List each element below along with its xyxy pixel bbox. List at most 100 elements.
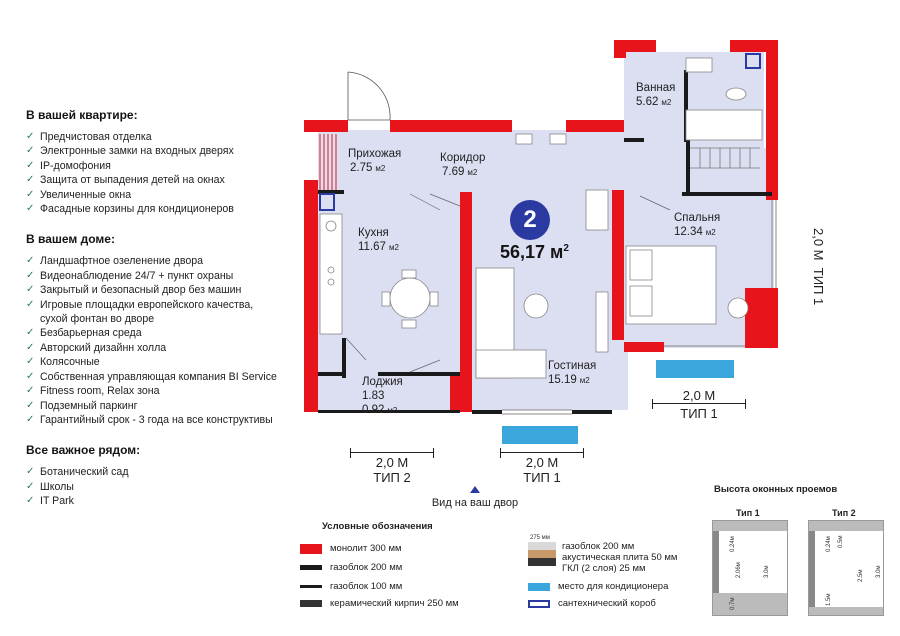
view-to-yard: Вид на ваш двор bbox=[420, 486, 530, 509]
checkmark-icon: ✓ bbox=[26, 145, 35, 157]
dim-line bbox=[500, 448, 584, 458]
monolith-wall bbox=[766, 288, 778, 348]
floor-hall bbox=[318, 130, 628, 410]
room-name-bath: Ванная bbox=[636, 82, 676, 94]
checkmark-icon: ✓ bbox=[26, 327, 35, 339]
checkmark-icon: ✓ bbox=[26, 131, 35, 142]
total-area: 56,17 м2 bbox=[500, 242, 569, 262]
furniture bbox=[319, 57, 763, 379]
sanitary-box bbox=[745, 53, 761, 69]
window-type1-label: Тип 1 bbox=[736, 508, 760, 518]
list-item: ✓Ботанический сад bbox=[26, 466, 129, 479]
monolith-wall bbox=[460, 192, 472, 412]
window-type1-diagram bbox=[712, 520, 788, 616]
checkmark-icon: ✓ bbox=[26, 356, 35, 368]
partition-wall bbox=[572, 410, 612, 414]
partition-wall bbox=[684, 70, 688, 142]
rooms-count-badge: 2 bbox=[510, 200, 550, 240]
hatched-shafts bbox=[319, 134, 337, 190]
kitchen-counter bbox=[319, 213, 343, 335]
checkmark-icon: ✓ bbox=[26, 385, 35, 397]
section-title: Все важное рядом: bbox=[26, 443, 141, 458]
coffee-table bbox=[523, 293, 549, 319]
dining-chair bbox=[401, 269, 417, 279]
list-item: ✓Колясочные bbox=[26, 356, 100, 369]
dining-chair bbox=[381, 291, 391, 307]
acoustic-layer-swatch bbox=[528, 542, 556, 566]
ac-place bbox=[502, 426, 578, 444]
monolith-wall bbox=[612, 190, 624, 340]
room-area-loggia: 1.83 bbox=[362, 390, 385, 402]
window-type1-mid: 2.06м bbox=[736, 562, 742, 578]
feature-list: ✓Предчистовая отделка ✓Электронные замки… bbox=[26, 130, 316, 216]
list-item: ✓Электронные замки на входных дверях bbox=[26, 145, 234, 158]
monolith-wall bbox=[304, 120, 348, 132]
checkmark-icon: ✓ bbox=[26, 203, 35, 215]
feature-list: ✓Ботанический сад ✓Школы ✓IT Park bbox=[26, 465, 316, 508]
checkmark-icon: ✓ bbox=[26, 341, 35, 353]
window-type2-total: 3.0м bbox=[876, 565, 882, 578]
monolith-wall bbox=[304, 180, 318, 412]
monolith-wall bbox=[624, 342, 664, 352]
checkmark-icon: ✓ bbox=[26, 413, 35, 425]
window-dim-type1-side: 2,0 М ТИП 1 bbox=[811, 228, 826, 306]
legend-item: керамический кирпич 250 мм bbox=[300, 598, 459, 609]
legend-item: место для кондиционера bbox=[528, 581, 668, 592]
checkmark-icon: ✓ bbox=[26, 466, 35, 478]
checkmark-icon: ✓ bbox=[26, 298, 35, 310]
door-swing bbox=[345, 337, 367, 361]
bedroom-chair bbox=[727, 297, 749, 319]
partition-wall bbox=[342, 338, 346, 378]
list-item: ✓Fitness room, Relax зона bbox=[26, 385, 160, 398]
partition-wall bbox=[318, 190, 344, 194]
room-name-living: Гостиная bbox=[548, 360, 597, 372]
ac-swatch bbox=[528, 582, 550, 591]
dining-table bbox=[389, 277, 431, 319]
floor-areas bbox=[318, 52, 774, 410]
partition-wall bbox=[682, 192, 772, 196]
acoustic-layer-text: газоблок 200 мм акустическая плита 50 мм… bbox=[562, 541, 678, 574]
window-type2-diagram bbox=[808, 520, 884, 616]
window-type1-top: 0.24м bbox=[730, 536, 736, 552]
section-title: В вашем доме: bbox=[26, 232, 115, 247]
checkmark-icon: ✓ bbox=[26, 284, 35, 296]
window-type1-bottom: 0.7м bbox=[730, 597, 736, 610]
layer-thickness: 275 мм bbox=[530, 535, 550, 541]
checkmark-icon: ✓ bbox=[26, 495, 35, 507]
partition-wall bbox=[472, 410, 502, 414]
living-wardrobe bbox=[585, 189, 609, 231]
hall-cabinet bbox=[549, 133, 567, 145]
arrow-up-icon bbox=[470, 486, 480, 493]
list-item: ✓Ландшафтное озеленение двора bbox=[26, 255, 204, 268]
monolith-wall bbox=[450, 372, 472, 412]
list-item: ✓Авторский дизайнн холла bbox=[26, 341, 167, 354]
door-swing bbox=[639, 195, 671, 211]
list-item: ✓Безбарьерная среда bbox=[26, 327, 142, 340]
wardrobe bbox=[690, 147, 760, 169]
door-swing bbox=[409, 193, 441, 211]
window-type2-top: 0.24м bbox=[826, 536, 832, 552]
room-name-bedroom: Спальня bbox=[674, 212, 721, 224]
partition-wall bbox=[378, 372, 460, 376]
list-item: ✓Собственная управляющая компания BI Ser… bbox=[26, 370, 277, 383]
washer bbox=[515, 133, 533, 145]
list-item: ✓Школы bbox=[26, 480, 74, 493]
checkmark-icon: ✓ bbox=[26, 188, 35, 200]
section-title: В вашей квартире: bbox=[26, 108, 138, 122]
legend-item: газоблок 200 мм bbox=[300, 562, 402, 573]
monolith-wall bbox=[566, 120, 624, 132]
pillow bbox=[629, 285, 653, 317]
bathtub bbox=[685, 109, 763, 141]
window-type2-sill: 1.5м bbox=[826, 593, 832, 606]
door-swing bbox=[347, 71, 391, 121]
window-dim-type1-living: 2,0 М ТИП 1 bbox=[500, 448, 584, 485]
checkmark-icon: ✓ bbox=[26, 255, 35, 267]
room-name-kitchen: Кухня bbox=[358, 227, 389, 239]
room-name-loggia: Лоджия bbox=[362, 376, 403, 388]
